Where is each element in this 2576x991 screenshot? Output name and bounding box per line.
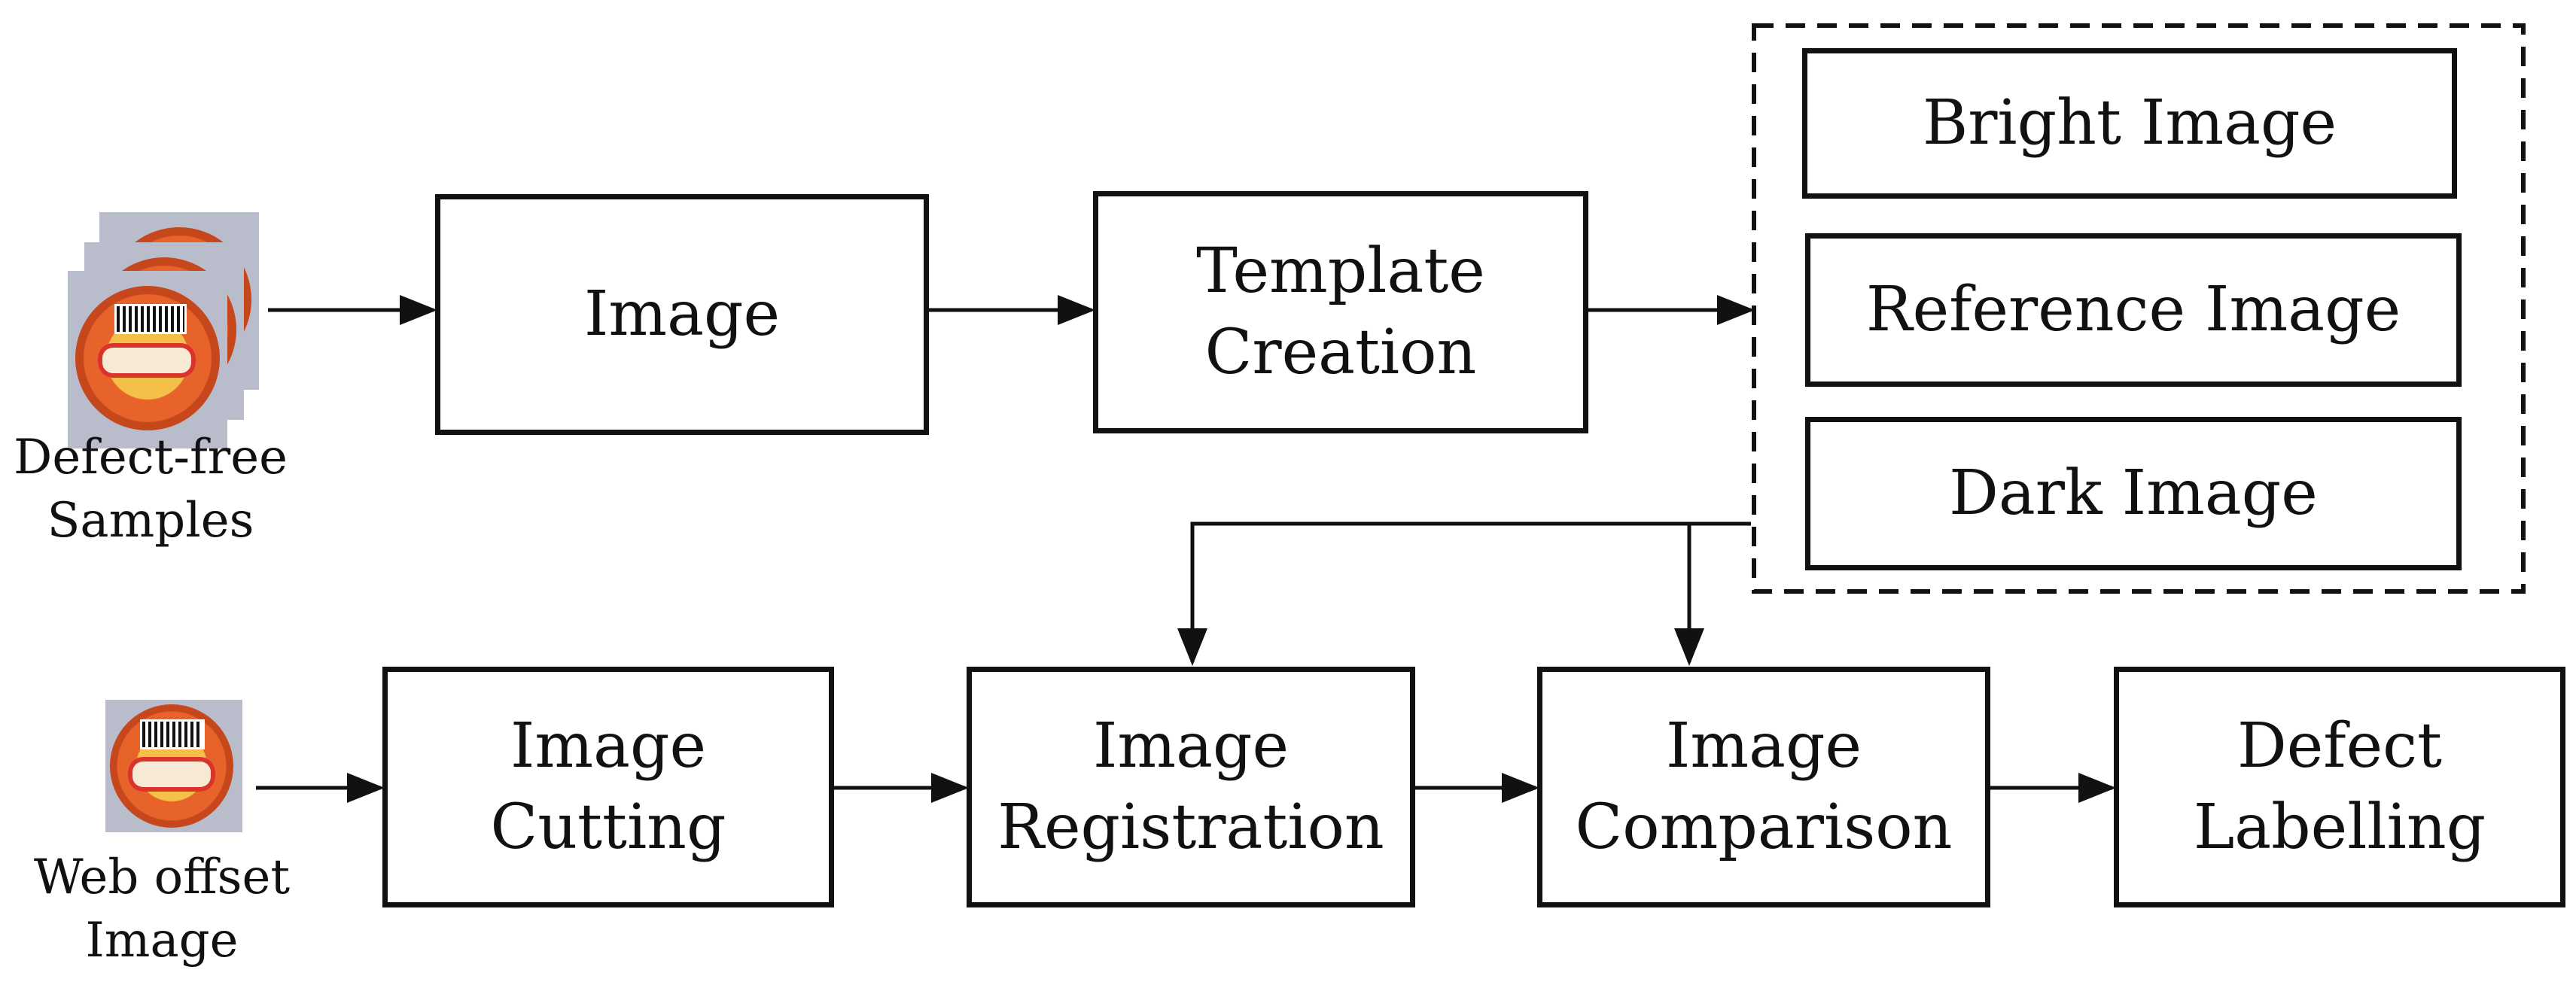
node-template-creation: Template Creation <box>1093 191 1588 433</box>
node-defect-labelling: Defect Labelling <box>2114 667 2565 907</box>
caption-line: Image <box>85 913 239 968</box>
node-label: Cutting <box>490 792 726 863</box>
sample-image-icon <box>68 271 227 448</box>
node-label: Bright Image <box>1922 87 2337 159</box>
web-offset-image-icon <box>105 700 242 832</box>
node-image: Image <box>435 194 929 435</box>
node-image-comparison: Image Comparison <box>1537 667 1990 907</box>
node-label: Registration <box>997 792 1384 863</box>
node-dark-image: Dark Image <box>1805 417 2462 570</box>
node-label: Image <box>510 710 707 782</box>
caption-line: Samples <box>47 493 254 549</box>
node-label: Comparison <box>1575 792 1953 863</box>
template-output-group <box>1752 23 2526 594</box>
node-label: Reference Image <box>1865 274 2401 345</box>
node-label: Template <box>1196 236 1485 307</box>
caption-line: Web offset <box>33 850 291 905</box>
node-image-registration: Image Registration <box>967 667 1415 907</box>
caption-defect-free-samples: Defect-free Samples <box>0 426 301 552</box>
node-label: Defect <box>2236 710 2443 782</box>
node-label: Creation <box>1204 317 1477 388</box>
node-label: Labelling <box>2193 792 2486 863</box>
caption-line: Defect-free <box>14 430 288 485</box>
node-label: Dark Image <box>1949 458 2318 529</box>
node-label: Image <box>1665 710 1862 782</box>
caption-web-offset-image: Web offset Image <box>0 846 324 972</box>
node-image-cutting: Image Cutting <box>382 667 834 907</box>
feedback-line <box>1177 521 1751 666</box>
node-bright-image: Bright Image <box>1802 48 2457 199</box>
node-label: Image <box>1092 710 1290 782</box>
node-label: Image <box>583 278 781 350</box>
node-reference-image: Reference Image <box>1805 233 2462 387</box>
